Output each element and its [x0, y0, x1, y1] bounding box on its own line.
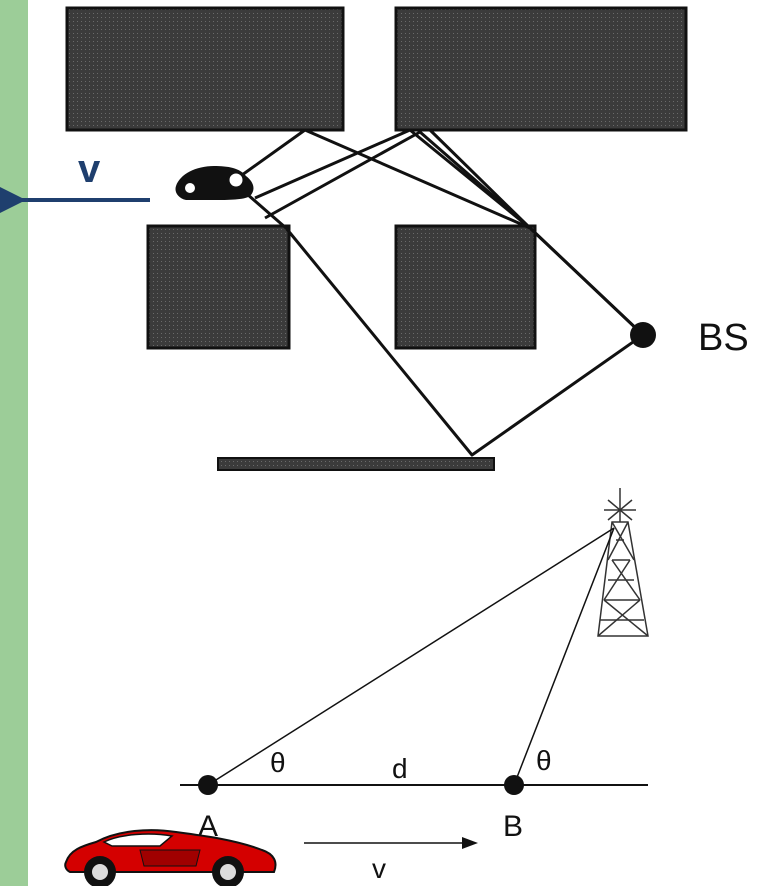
mobile-car-icon [175, 166, 254, 200]
line-a-to-tower [207, 527, 615, 786]
point-b-dot [504, 775, 524, 795]
base-station-dot [630, 322, 656, 348]
ground-reflector [217, 457, 495, 471]
path-via-top-right-building-1 [254, 128, 645, 337]
geometry-lines [180, 527, 648, 786]
velocity-arrowhead-bottom [462, 837, 478, 849]
buildings-group [65, 6, 688, 471]
red-car-icon [64, 829, 277, 886]
building-top-left [65, 6, 345, 132]
left-accent-bar [0, 0, 28, 886]
velocity-label-bottom: v [372, 853, 386, 884]
angle-theta-b: θ [536, 745, 552, 776]
tower-icon [597, 488, 649, 637]
velocity-label-top: v [78, 147, 101, 191]
angle-theta-a: θ [270, 747, 286, 778]
building-top-right [394, 6, 688, 132]
distance-label: d [392, 753, 408, 784]
base-station-label: BS [698, 317, 749, 359]
line-b-to-tower [513, 527, 615, 786]
path-via-top-right-building-2 [264, 130, 531, 230]
point-b-label: B [503, 810, 523, 843]
point-a-label: A [198, 810, 218, 843]
building-mid-right [394, 224, 537, 350]
building-mid-left [146, 224, 291, 350]
signal-paths [234, 128, 645, 457]
point-a-dot [198, 775, 218, 795]
path-via-ground [239, 186, 644, 457]
path-via-top-right-building-3 [428, 128, 532, 230]
